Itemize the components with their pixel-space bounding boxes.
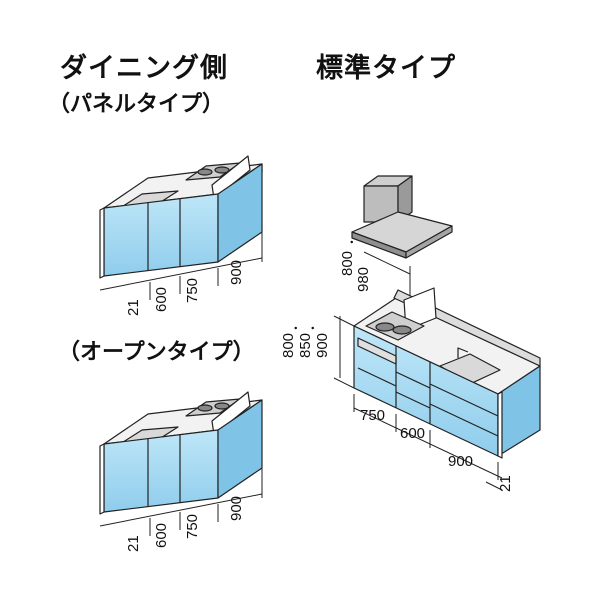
standard-type-title: 標準タイプ (316, 53, 456, 84)
width-dim-750: 750 (360, 407, 385, 424)
width-dim-900: 900 (448, 453, 473, 470)
hood-dim-sep: ・ (345, 236, 359, 248)
faucet (457, 347, 469, 358)
height-dim-900: 900 (314, 333, 331, 358)
drawer-line (429, 403, 499, 437)
height-dim-850: 850 (297, 333, 314, 358)
panel-dimension-lines (99, 230, 263, 300)
standard-dimension-lines (333, 251, 503, 491)
hood-side-edge (405, 225, 453, 259)
panel-type-kitchen (99, 155, 263, 279)
panel-dim-900: 900 (228, 260, 245, 285)
burner (197, 404, 213, 412)
burner (392, 325, 412, 335)
open-dim-900: 900 (228, 496, 245, 521)
cabinet-front (103, 193, 219, 277)
burner (214, 402, 230, 410)
burner (214, 166, 230, 174)
open-dim-750: 750 (184, 514, 201, 539)
open-type-kitchen (99, 391, 263, 515)
burner (375, 322, 395, 332)
height-dim-sep1: ・ (289, 322, 303, 334)
drawer-line (357, 367, 397, 387)
burner (197, 168, 213, 176)
dining-side-title: ダイニング側 (60, 53, 228, 84)
panel-dim-750: 750 (184, 278, 201, 303)
open-dim-21: 21 (125, 535, 142, 552)
hood-dim-980: 980 (355, 267, 372, 292)
end-panel (497, 391, 503, 459)
drawer-line (429, 383, 499, 417)
stove (365, 311, 425, 341)
height-dim-800: 800 (280, 333, 297, 358)
range-hood (351, 175, 453, 259)
open-dimension-lines (99, 466, 263, 536)
hood-dim-800: 800 (339, 251, 356, 276)
width-dim-21: 21 (497, 475, 514, 492)
panel-dim-600: 600 (153, 287, 170, 312)
end-panel (99, 443, 105, 515)
standard-type-kitchen (353, 287, 541, 459)
cabinet-front (103, 429, 219, 513)
drawer-line (395, 371, 431, 389)
open-dim-600: 600 (153, 523, 170, 548)
panel-type-subtitle: （パネルタイプ） (48, 92, 225, 117)
hood-duct-side (397, 175, 413, 223)
drawer-line (395, 391, 431, 409)
open-type-subtitle: （オープンタイプ） (58, 340, 255, 365)
end-panel (99, 207, 105, 279)
panel-dim-21: 21 (125, 299, 142, 316)
width-dim-600: 600 (400, 425, 425, 442)
height-dim-sep2: ・ (306, 322, 320, 334)
